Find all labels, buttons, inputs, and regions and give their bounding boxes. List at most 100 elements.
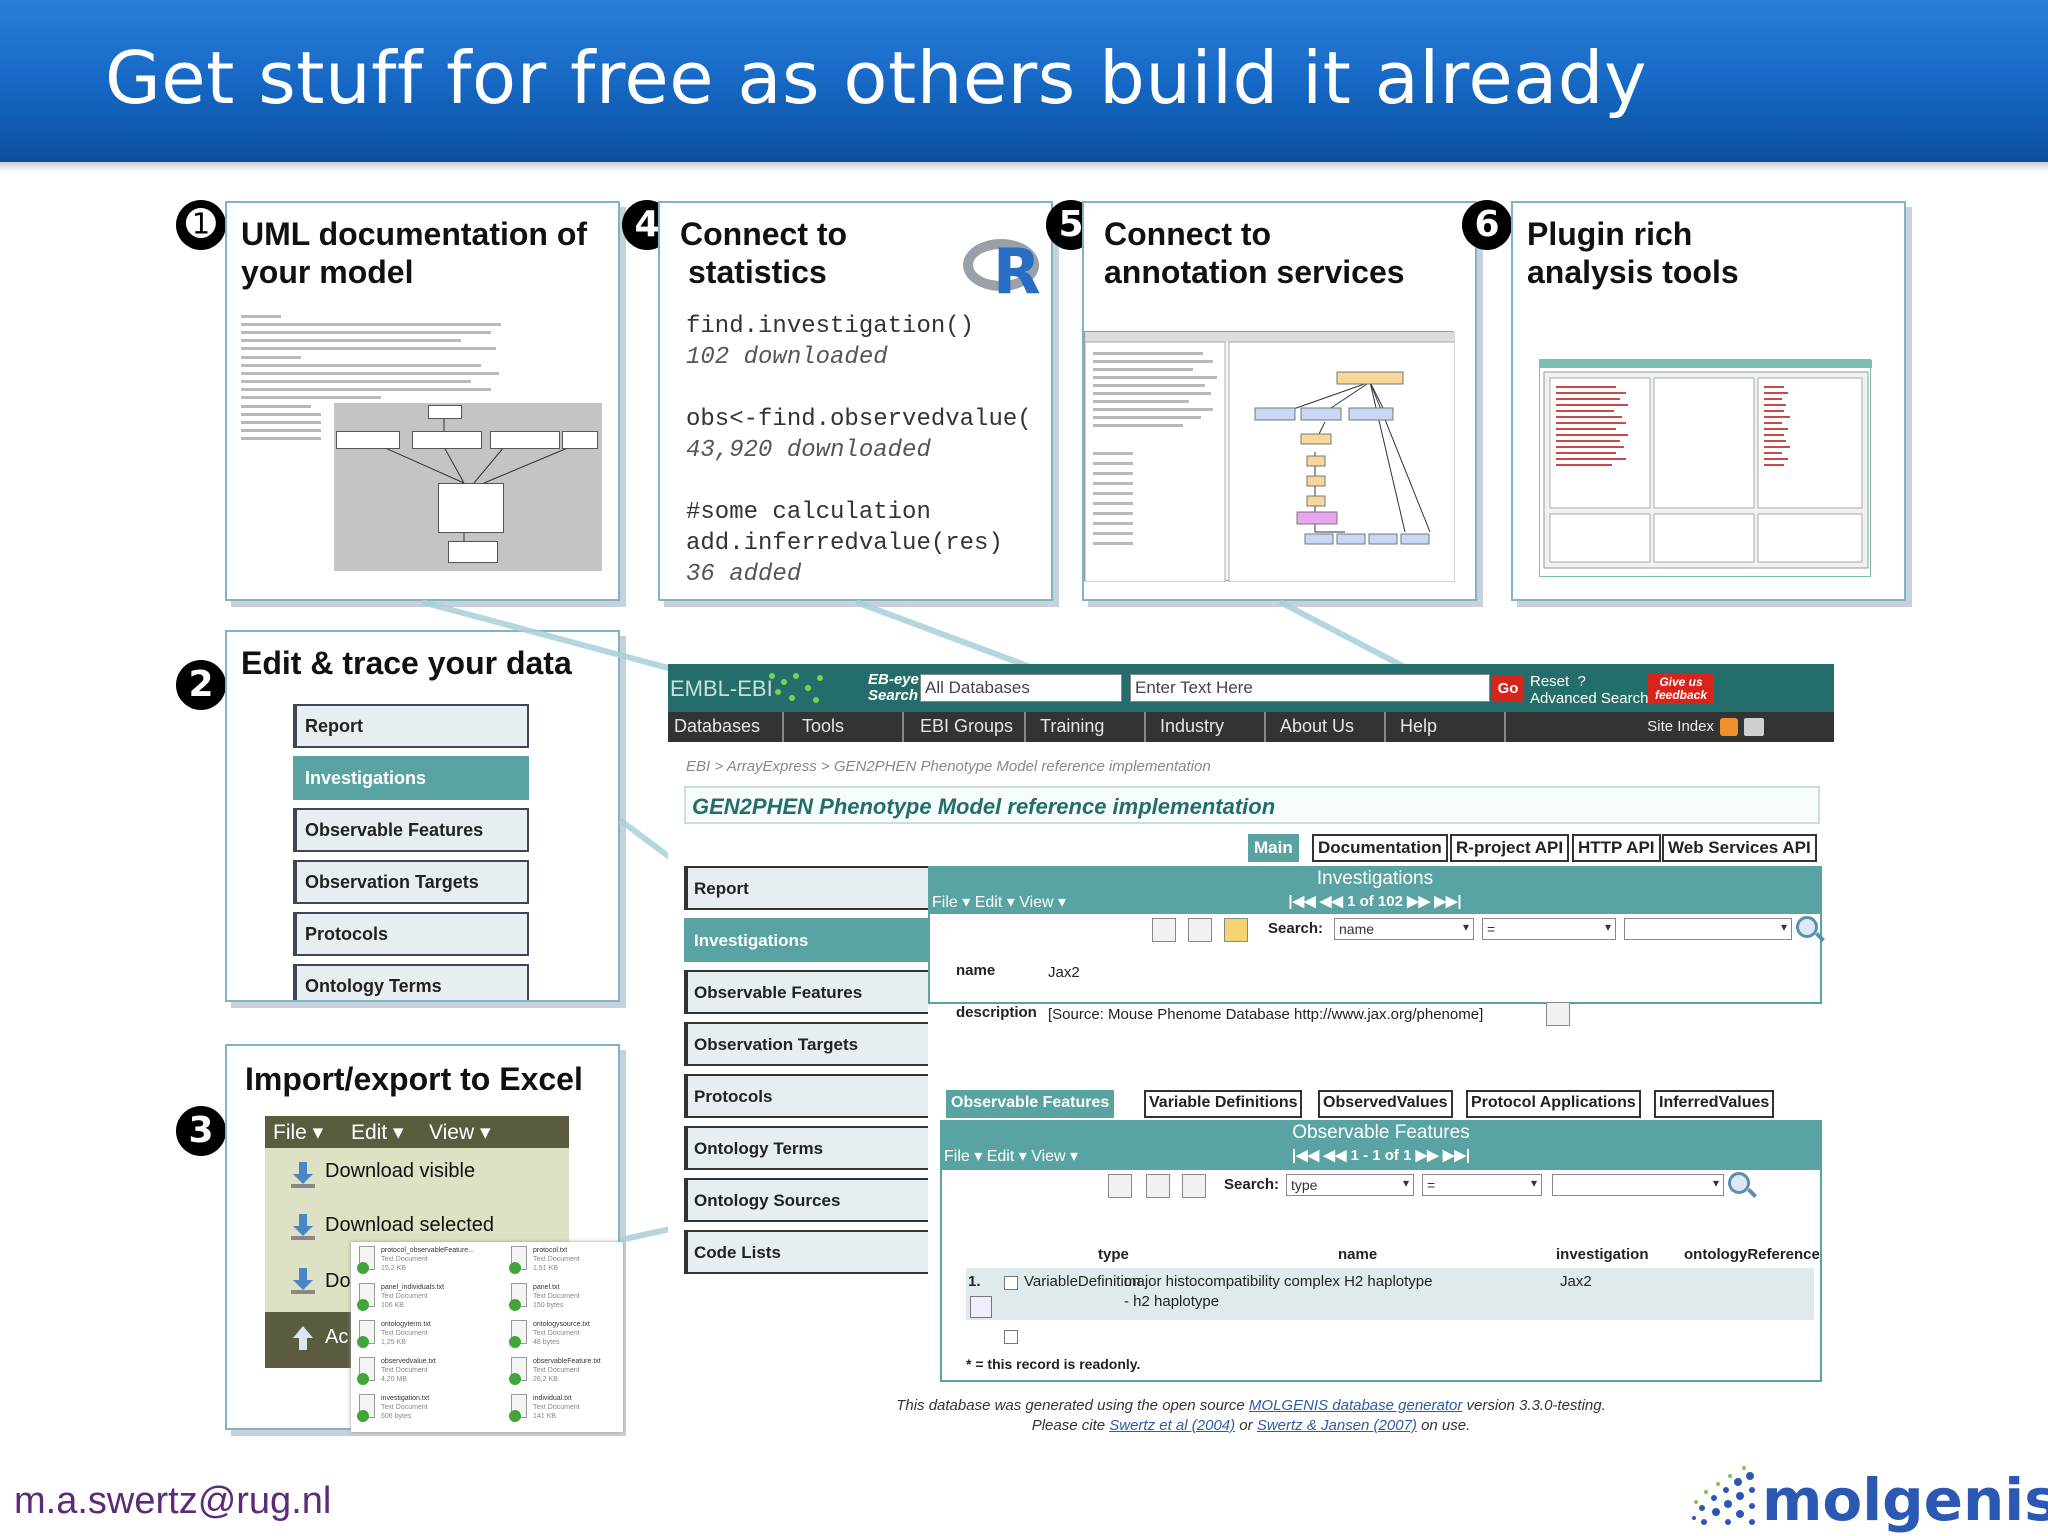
help-icon[interactable]: ? [1577,673,1586,690]
col-ontology-reference[interactable]: ontologyReference [1684,1246,1820,1263]
list-view-icon[interactable] [1224,918,1248,942]
search-operator-select[interactable]: = [1482,918,1616,940]
features-pager[interactable]: |◀◀ ◀◀ 1 - 1 of 1 ▶▶ ▶▶| [1291,1147,1471,1164]
search-field-select[interactable]: name [1334,918,1474,940]
excel-file-menu[interactable]: File ▾ [273,1121,324,1144]
edit-panel: Edit & trace your data Report Investigat… [225,630,620,1002]
edit-nav-observation-targets[interactable]: Observation Targets [293,860,529,904]
search-icon[interactable] [1796,916,1818,938]
nav-industry[interactable]: Industry [1160,716,1225,736]
view-feature-icon[interactable] [1146,1174,1170,1198]
investigations-pager[interactable]: |◀◀ ◀◀ 1 of 102 ▶▶ ▶▶| [1288,893,1462,910]
feedback-button[interactable]: Give us feedback [1648,674,1714,704]
ebi-logo[interactable]: EMBL-EBI [670,676,773,701]
rss-icon[interactable] [1720,718,1738,736]
col-type[interactable]: type [1098,1246,1129,1263]
stats-title: Connect to statistics [680,215,847,291]
features-search-field-select[interactable]: type [1286,1174,1414,1196]
sidebar-item-code-lists[interactable]: Code Lists [684,1230,928,1274]
row-checkbox[interactable] [1004,1276,1018,1290]
col-name[interactable]: name [1338,1246,1378,1263]
reset-label[interactable]: Reset [1530,673,1570,690]
edit-feature-icon[interactable] [1182,1174,1206,1198]
check-icon [509,1410,521,1422]
add-record-icon[interactable] [1152,918,1176,942]
add-feature-icon[interactable] [1108,1174,1132,1198]
contact-email[interactable]: m.a.swertz@rug.nl [14,1480,332,1522]
download-visible-item[interactable]: Download visible [325,1160,476,1182]
edit-nav-report[interactable]: Report [293,704,529,748]
tab-documentation[interactable]: Documentation [1312,834,1448,862]
nav-ebi-groups[interactable]: EBI Groups [920,716,1014,736]
edit-description-icon[interactable] [1546,1002,1570,1026]
col-investigation[interactable]: investigation [1556,1246,1649,1263]
name-label: name [956,962,996,979]
edit-nav-ontology-terms[interactable]: Ontology Terms [293,964,529,1000]
sidebar-item-report[interactable]: Report [684,866,928,910]
nav-tools[interactable]: Tools [802,716,845,736]
features-search-icon[interactable] [1728,1172,1750,1194]
excel-edit-menu[interactable]: Edit ▾ [351,1121,404,1144]
swertz-jansen-2007-link[interactable]: Swertz & Jansen (2007) [1256,1417,1417,1434]
plugins-title-line2: analysis tools [1527,254,1739,290]
ebi-search-input[interactable]: Enter Text Here [1130,674,1490,702]
tab-r-project-api[interactable]: R-project API [1450,834,1570,862]
edit-nav-protocols[interactable]: Protocols [293,912,529,956]
go-button[interactable]: Go [1492,676,1524,702]
select-all-checkbox[interactable] [1004,1330,1018,1344]
tab-http-api[interactable]: HTTP API [1572,834,1661,862]
molgenis-generator-link[interactable]: MOLGENIS database generator [1248,1397,1463,1414]
ebi-dots-icon [769,673,823,703]
sidebar-item-ontology-sources[interactable]: Ontology Sources [684,1178,928,1222]
sidebar-item-protocols[interactable]: Protocols [684,1074,928,1118]
advanced-search-link[interactable]: Advanced Search [1530,690,1649,707]
swertz-2004-link[interactable]: Swertz et al (2004) [1109,1417,1236,1434]
nav-databases[interactable]: Databases [674,716,761,736]
tab-main[interactable]: Main [1248,834,1299,862]
nav-training[interactable]: Training [1040,716,1105,736]
features-search-operator-select[interactable]: = [1422,1174,1542,1196]
sidebar-item-investigations[interactable]: Investigations [684,918,928,962]
excel-panel: Import/export to Excel File ▾ Edit ▾ Vie… [225,1044,623,1432]
file-item[interactable]: protocol_observableFeature...Text Docume… [357,1246,489,1280]
title-band: Get stuff for free as others build it al… [0,0,2048,172]
database-select[interactable]: All Databases [920,674,1122,702]
view-row-icon[interactable] [970,1296,992,1318]
excel-view-menu[interactable]: View ▾ [429,1121,491,1144]
reset-link[interactable]: Reset ? Advanced Search [1530,673,1648,707]
sidebar-item-observable-features[interactable]: Observable Features [684,970,928,1014]
edit-nav-observable-features[interactable]: Observable Features [293,808,529,852]
edit-nav-investigations[interactable]: Investigations [293,756,529,800]
investigations-menu[interactable]: File ▾ Edit ▾ View ▾ [932,894,1067,911]
nav-about-us[interactable]: About Us [1280,716,1355,736]
features-menu[interactable]: File ▾ Edit ▾ View ▾ [944,1148,1079,1165]
subtab-observable-features[interactable]: Observable Features [946,1090,1115,1118]
add-item[interactable]: Ac [325,1326,349,1348]
subtab-variable-definitions[interactable]: Variable Definitions [1144,1090,1303,1118]
code-line: #some calculation [686,499,931,526]
subtab-observed-values[interactable]: ObservedValues [1318,1090,1453,1118]
sidebar-item-ontology-terms[interactable]: Ontology Terms [684,1126,928,1170]
tab-web-services-api[interactable]: Web Services API [1662,834,1817,862]
nav-help[interactable]: Help [1400,716,1438,736]
search-value-input[interactable] [1624,918,1792,940]
table-row[interactable]: 1. VariableDefinition major histocompati… [966,1268,1814,1320]
download-all-item[interactable]: Do [325,1270,351,1292]
site-index-link[interactable]: Site Index [1647,718,1714,735]
edit-record-icon[interactable] [1188,918,1212,942]
print-icon[interactable] [1744,718,1764,736]
features-search-value-input[interactable] [1552,1174,1724,1196]
subtab-protocol-applications[interactable]: Protocol Applications [1466,1090,1641,1118]
download-selected-item[interactable]: Download selected [325,1214,494,1236]
subtab-inferred-values[interactable]: InferredValues [1654,1090,1775,1118]
sidebar-item-observation-targets[interactable]: Observation Targets [684,1022,928,1066]
